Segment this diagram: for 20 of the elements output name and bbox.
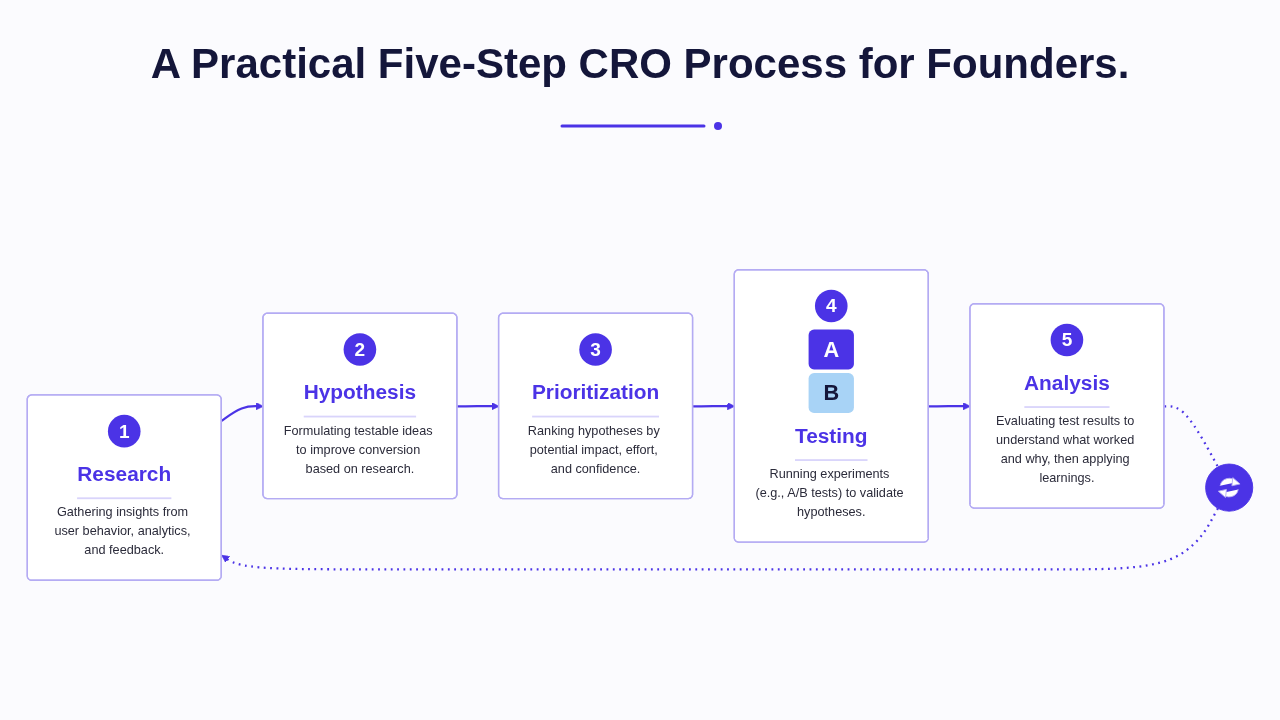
step-title: Analysis — [1024, 367, 1110, 408]
step-description: Gathering insights from user behavior, analytics, and feedback. — [53, 503, 192, 559]
variant-label: A — [823, 336, 840, 362]
step-description: Formulating testable ideas to improve conversion based on research. — [282, 421, 434, 477]
dotted-line — [1164, 405, 1219, 468]
dotted-arrow — [221, 507, 1219, 571]
step-description: Evaluating test results to understand what worked and why, then applying learnings. — [995, 411, 1136, 487]
step-title: Testing — [794, 420, 868, 461]
step-title: Prioritization — [531, 376, 660, 417]
step-title: Hypothesis — [303, 376, 417, 417]
step-number: 5 — [1061, 329, 1073, 350]
step-number: 1 — [118, 420, 130, 442]
step-number: 3 — [590, 338, 601, 360]
step-number: 4 — [825, 295, 837, 316]
step-description: Ranking hypotheses by potential impact, effort, and confidence. — [526, 421, 661, 477]
variant-label: B — [823, 380, 840, 405]
step-title: Research — [77, 458, 172, 499]
step-number: 2 — [354, 338, 366, 360]
title: A Practical Five-Step CRO Process for Founders. — [149, 40, 1131, 88]
step-description: Running experiments (e.g., A/B tests) to validate hypotheses. — [754, 464, 905, 521]
